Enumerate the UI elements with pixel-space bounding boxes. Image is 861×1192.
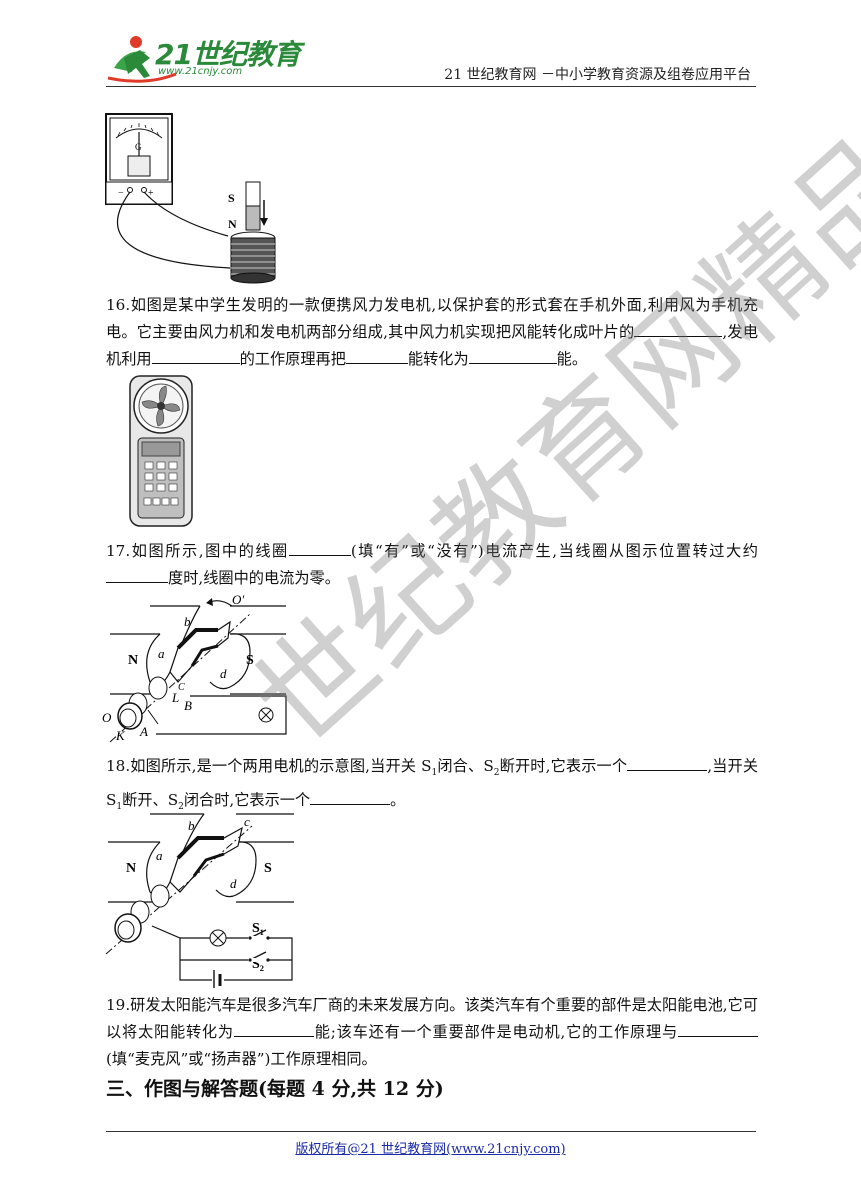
- label-n: N: [128, 653, 138, 668]
- subscript: 1: [431, 768, 438, 779]
- question-text: 度时,线圈中的电流为零。: [168, 569, 340, 587]
- answer-blank[interactable]: [345, 348, 408, 364]
- section-title: 三、作图与解答题(每题 4 分,共 12 分): [106, 1078, 444, 1100]
- meter-letter-label: G: [135, 142, 142, 152]
- label-a: a: [158, 646, 165, 661]
- label-B: B: [184, 698, 192, 713]
- question-text: 能。: [556, 350, 587, 368]
- label-s1: S₁: [252, 921, 264, 936]
- label-A: A: [139, 724, 148, 739]
- question-text: 的工作原理再把: [239, 350, 346, 368]
- question-18: 18.如图所示,是一个两用电机的示意图,当开关 S1闭合、S2断开时,它表示一个…: [106, 753, 758, 821]
- galvanometer-coil-figure: G − + S N: [105, 113, 276, 284]
- site-logo-icon: [107, 36, 177, 83]
- minus-terminal-label: −: [118, 188, 124, 199]
- question-number: 19.: [106, 996, 131, 1014]
- question-16: 16.如图是某中学生发明的一款便携风力发电机,以保护套的形式套在手机外面,利用风…: [106, 292, 758, 373]
- question-text: 。: [390, 791, 406, 810]
- label-d: d: [230, 876, 237, 891]
- question-number: 16.: [106, 296, 131, 314]
- footer-copyright-link[interactable]: 版权所有@21 世纪教育网(www.21cnjy.com): [295, 1142, 566, 1157]
- label-d: d: [220, 666, 227, 681]
- site-tagline: 21 世纪教育网 －中小学教育资源及组卷应用平台: [444, 67, 751, 83]
- watermark: 世纪教育网精品资料: [228, 0, 861, 773]
- question-number: 17.: [106, 542, 131, 560]
- question-text: 能;该车还有一个重要部件是电动机,它的工作原理与: [313, 1023, 678, 1041]
- label-o-prime: O′: [232, 592, 244, 607]
- label-a: a: [156, 848, 163, 863]
- question-text: ,发电机利用: [106, 323, 759, 368]
- label-b: b: [188, 818, 195, 833]
- magnet-s-label: S: [228, 191, 235, 205]
- answer-blank[interactable]: [233, 1021, 314, 1037]
- question-text: 闭合时,它表示一个: [183, 791, 311, 810]
- dual-use-motor-figure: b c a d N S S₁ S₂: [105, 813, 294, 988]
- label-k: K: [115, 728, 126, 743]
- magnet-n-label: N: [228, 217, 237, 231]
- generator-coil-figure: O′ b a d L B C O K A N S: [102, 592, 287, 743]
- brand-url: www.21cnjy.com: [158, 66, 243, 77]
- question-text: 如图所示,是一个两用电机的示意图,当开关 S: [130, 757, 432, 775]
- answer-blank[interactable]: [151, 348, 240, 364]
- question-text: 闭合、S: [437, 757, 494, 775]
- answer-blank[interactable]: [310, 789, 391, 806]
- label-o: O: [102, 710, 112, 725]
- label-s: S: [246, 653, 254, 668]
- subscript: 2: [493, 768, 500, 779]
- label-c: C: [178, 682, 185, 693]
- question-number: 18.: [106, 757, 131, 775]
- question-text: 如图所示,图中的线圈: [130, 542, 289, 560]
- subscript: 1: [116, 802, 123, 813]
- answer-blank[interactable]: [288, 540, 351, 556]
- footer-divider: [106, 1131, 756, 1132]
- question-text: (填“有”或“没有”)电流产生,当线圈从图示位置转过大约: [350, 542, 758, 560]
- question-text: ,当开关 S: [106, 757, 759, 810]
- header-divider: [106, 86, 756, 87]
- label-c: c: [244, 814, 250, 829]
- question-text: 能转化为: [407, 350, 469, 368]
- question-text: 研发太阳能汽车是很多汽车厂商的未来发展方向。该类汽车有个重要的部件是太阳能电池,…: [106, 996, 758, 1041]
- question-text: (填“麦克风”或“扬声器”)工作原理相同。: [106, 1050, 377, 1068]
- label-b: b: [184, 614, 191, 629]
- answer-blank[interactable]: [468, 348, 557, 364]
- brand-name: 21世纪教育: [155, 38, 301, 71]
- answer-blank[interactable]: [106, 567, 168, 583]
- question-19: 19.研发太阳能汽车是很多汽车厂商的未来发展方向。该类汽车有个重要的部件是太阳能…: [106, 992, 758, 1073]
- question-text: 如图是某中学生发明的一款便携风力发电机,以保护套的形式套在手机外面,利用风为手机…: [106, 296, 758, 341]
- label-s2: S₂: [252, 957, 264, 972]
- question-17: 17.如图所示,图中的线圈 (填“有”或“没有”)电流产生,当线圈从图示位置转过大…: [106, 538, 758, 592]
- label-l: L: [171, 690, 179, 705]
- plus-terminal-label: +: [148, 188, 154, 199]
- question-text: 断开时,它表示一个: [499, 757, 628, 775]
- label-s: S: [264, 861, 272, 876]
- question-text: 断开、S: [122, 791, 179, 810]
- subscript: 2: [178, 802, 184, 813]
- label-n: N: [126, 861, 136, 876]
- wind-generator-phone-figure: [129, 375, 193, 527]
- answer-blank[interactable]: [634, 321, 723, 337]
- answer-blank[interactable]: [627, 755, 708, 771]
- answer-blank[interactable]: [678, 1021, 758, 1037]
